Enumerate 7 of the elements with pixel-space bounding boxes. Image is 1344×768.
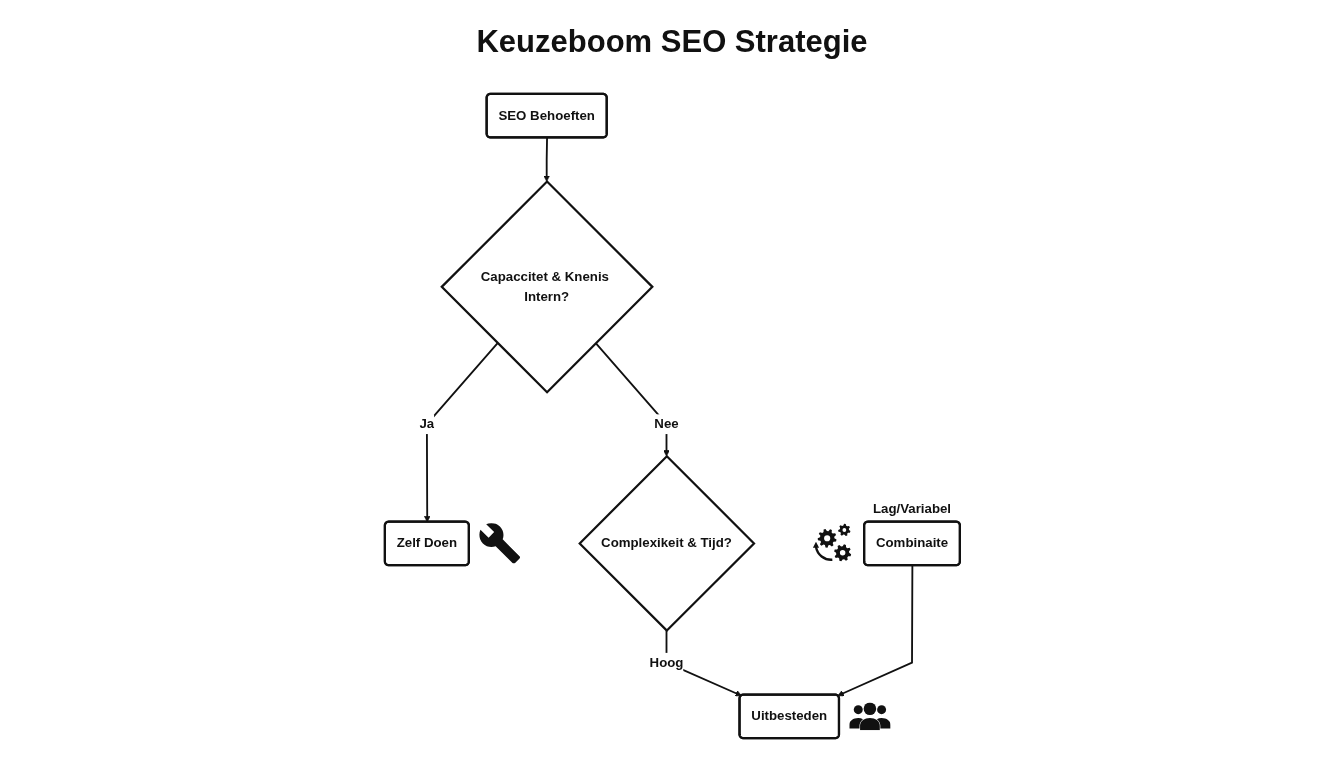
diagram-title: Keuzeboom SEO Strategie: [476, 24, 868, 60]
branch-label: Lag/Variabel: [872, 500, 951, 516]
edge-label: Hoog: [649, 654, 684, 670]
node-diamond: Complexikeit & Tijd?: [577, 454, 756, 633]
node-diamond: Capaccitet & Knenis Intern?: [439, 179, 654, 394]
edge-label: Nee: [653, 416, 679, 432]
edge-label: Ja: [419, 416, 434, 432]
